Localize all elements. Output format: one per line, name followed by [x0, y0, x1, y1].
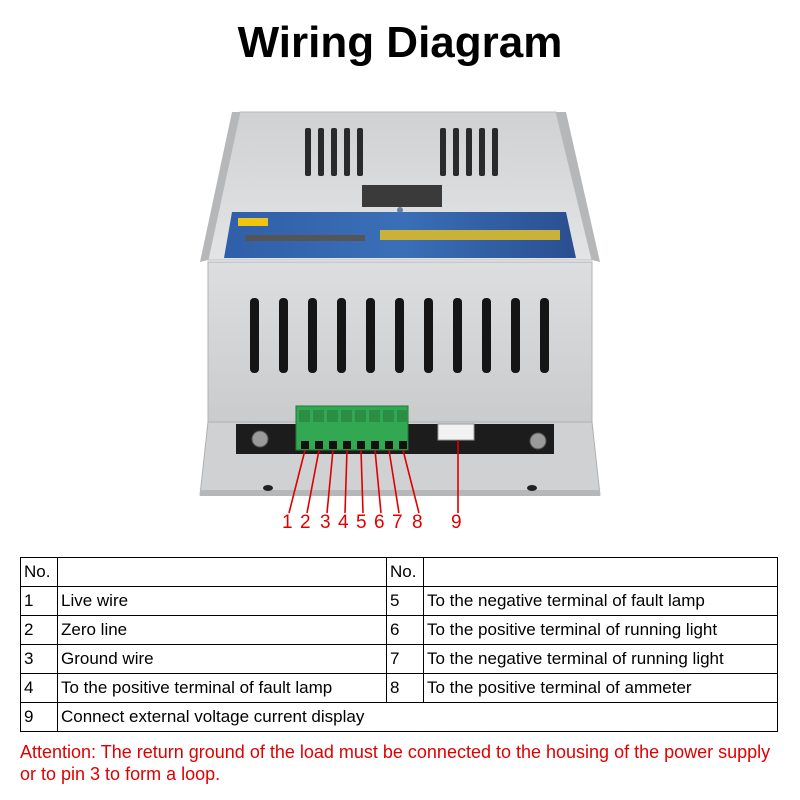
row-no-left: 3 [20, 644, 58, 674]
pcb-screw-right [529, 432, 547, 450]
row-no-left: 9 [20, 702, 58, 732]
header-no-right: No. [386, 557, 424, 587]
header-desc-right [423, 557, 778, 587]
wiring-table: No. No. 1 Live wire 5 To the negative te… [20, 557, 778, 732]
header-desc-left [57, 557, 387, 587]
table-row: 4 To the positive terminal of fault lamp… [20, 673, 778, 703]
row-desc-right: To the negative terminal of running ligh… [423, 644, 778, 674]
header-no-left: No. [20, 557, 58, 587]
top-screw [397, 207, 403, 213]
row-desc-right: To the negative terminal of fault lamp [423, 586, 778, 616]
row-no-left: 1 [20, 586, 58, 616]
row-no-left: 2 [20, 615, 58, 645]
row-desc-left: To the positive terminal of fault lamp [57, 673, 387, 703]
row-no-right: 5 [386, 586, 424, 616]
page-title: Wiring Diagram [237, 18, 563, 67]
table-header-row: No. No. [20, 557, 778, 587]
table-row: 3 Ground wire 7 To the negative terminal… [20, 644, 778, 674]
row-desc-left: Live wire [57, 586, 387, 616]
terminal-block [295, 405, 409, 451]
power-supply-photo [199, 111, 601, 514]
row-desc-right: To the positive terminal of running ligh… [423, 615, 778, 645]
row-no-right: 6 [386, 615, 424, 645]
row-desc-right: To the positive terminal of ammeter [423, 673, 778, 703]
front-vents [250, 298, 549, 373]
row-desc-left: Ground wire [57, 644, 387, 674]
table-row: 2 Zero line 6 To the positive terminal o… [20, 615, 778, 645]
top-vents-left [305, 128, 363, 176]
pin-leader-lines [288, 440, 459, 514]
row-no-right: 7 [386, 644, 424, 674]
attention-note: Attention: The return ground of the load… [20, 742, 771, 784]
row-no-right: 8 [386, 673, 424, 703]
pcb-screw-left [251, 430, 269, 448]
top-window [362, 185, 442, 207]
top-vents-right [440, 128, 498, 176]
table-row: 1 Live wire 5 To the negative terminal o… [20, 586, 778, 616]
row-desc-full: Connect external voltage current display [57, 702, 778, 732]
row-no-left: 4 [20, 673, 58, 703]
white-connector [437, 423, 475, 441]
table-row: 9 Connect external voltage current displ… [20, 702, 778, 732]
row-desc-left: Zero line [57, 615, 387, 645]
